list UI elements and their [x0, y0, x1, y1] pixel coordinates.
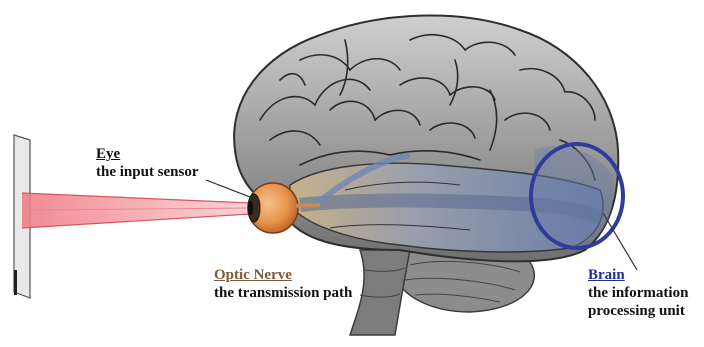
brain-subtitle-line1: the information	[588, 284, 688, 302]
brain-title: Brain	[588, 266, 688, 284]
eye-subtitle: the input sensor	[96, 163, 199, 181]
brain-pointer-line	[603, 213, 637, 270]
optic-nerve-subtitle: the transmission path	[214, 284, 352, 302]
eye-ball	[248, 183, 298, 233]
light-beam	[22, 193, 250, 228]
eye-label: Eye the input sensor	[96, 145, 199, 181]
brain-label: Brain the information processing unit	[588, 266, 688, 320]
brain-subtitle-line2: processing unit	[588, 302, 688, 320]
optic-nerve-title: Optic Nerve	[214, 266, 352, 284]
eye-title: Eye	[96, 145, 199, 163]
optic-nerve	[296, 205, 320, 206]
eye-pointer-line	[206, 180, 250, 197]
optic-nerve-label: Optic Nerve the transmission path	[214, 266, 352, 302]
